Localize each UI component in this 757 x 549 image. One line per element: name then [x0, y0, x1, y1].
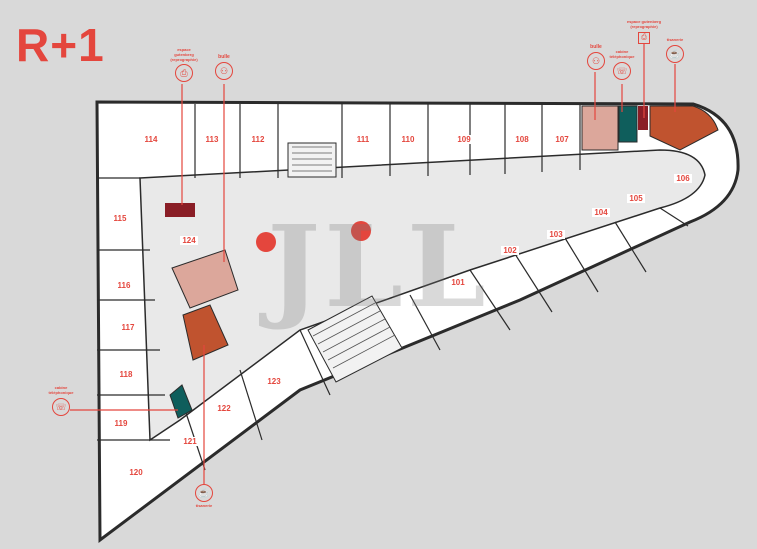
room-label-bg	[354, 135, 372, 144]
room-label-bg	[455, 135, 473, 144]
room-label-bg	[592, 208, 610, 217]
phone-booth-icon: ☏	[52, 397, 70, 416]
room-label-bg	[115, 281, 133, 290]
room-number-117: 117	[122, 323, 135, 332]
room-number-110: 110	[402, 135, 415, 144]
teapot-icon: ☕	[195, 484, 213, 502]
callout-bulle-left-label: bulle	[218, 54, 230, 60]
room-label-bg	[203, 135, 221, 144]
printer-icon: ⎙	[638, 31, 650, 44]
callout-bulle-top: bulle ⚇	[582, 44, 610, 70]
room-label-bg	[674, 174, 692, 183]
room-number-101: 101	[451, 278, 465, 287]
room-label-bg	[513, 135, 531, 144]
diagonal-room-walls	[184, 207, 689, 471]
room-number-104: 104	[594, 208, 608, 217]
meeting-people-icon: ⚇	[215, 62, 233, 80]
room-number-113: 113	[206, 135, 219, 144]
corridor-core	[139, 149, 706, 442]
callout-cabine-top: cabine téléphonique ☏	[606, 49, 638, 80]
room-number-116: 116	[118, 281, 131, 290]
callout-gutenberg-top: espace gutenberg (reprographie) ⎙	[626, 19, 662, 44]
teapot-icon: ☕	[666, 44, 684, 63]
room-label-bg	[501, 246, 519, 255]
room-number-109: 109	[457, 135, 471, 144]
room-label-bg	[127, 468, 145, 477]
gutenberg-zone-top	[638, 106, 648, 130]
callout-cabine-left-label: cabine téléphonique	[48, 385, 74, 395]
tisanerie-zone-left	[182, 304, 229, 361]
callout-cabine-left: cabine téléphonique ☏	[44, 385, 78, 416]
room-number-106: 106	[676, 174, 690, 183]
callout-gutenberg-left: espace gutenberg (reprographie) ⎙	[168, 47, 200, 83]
info-markers	[256, 221, 371, 252]
room-label-bg	[265, 377, 283, 386]
room-number-103: 103	[549, 230, 563, 239]
info-marker-center	[351, 221, 371, 241]
room-label-bg	[627, 194, 645, 203]
callout-lines	[70, 44, 676, 485]
room-number-108: 108	[515, 135, 529, 144]
room-label-bg	[249, 135, 267, 144]
level-title: R+1	[16, 19, 105, 71]
gutenberg-zone-left	[165, 203, 195, 217]
tisanerie-zone-top	[649, 105, 719, 151]
room-number-123: 123	[267, 377, 281, 386]
room-label-bg	[181, 437, 199, 446]
room-number-124: 124	[182, 236, 196, 245]
callout-cabine-top-label: cabine téléphonique	[609, 49, 635, 59]
room-number-115: 115	[114, 214, 127, 223]
bulle-zone-top	[581, 105, 619, 151]
info-marker-left	[256, 232, 276, 252]
room-number-107: 107	[555, 135, 569, 144]
room-label-bg	[180, 236, 198, 245]
callout-bulle-left: bulle ⚇	[210, 54, 238, 80]
amenity-zones	[165, 105, 719, 419]
printer-icon: ⎙	[175, 64, 193, 83]
room-label-bg	[119, 323, 137, 332]
staircase-top	[287, 142, 337, 178]
room-label-bg	[449, 278, 467, 287]
top-room-walls	[194, 104, 581, 178]
cabine-zone-top	[618, 105, 638, 143]
callout-gutenberg-left-label: espace gutenberg (reprographie)	[170, 47, 198, 62]
room-number-102: 102	[503, 246, 517, 255]
room-label-bg	[399, 135, 417, 144]
callout-tisanerie-top-label: tisanerie	[666, 37, 684, 42]
room-number-120: 120	[129, 468, 143, 477]
room-label-bg	[111, 214, 129, 223]
room-label-bg	[112, 419, 130, 428]
callout-gutenberg-top-label: espace gutenberg (reprographie)	[626, 19, 662, 29]
room-labels: 101 102 103 104 105 106 107 108 109 110 111 112 113 1…	[111, 135, 692, 477]
staircase-center	[307, 295, 403, 383]
callout-tisanerie-bottom-label: tisanerie	[195, 503, 213, 508]
room-number-112: 112	[252, 135, 265, 144]
room-label-bg	[142, 135, 160, 144]
room-label-bg	[547, 230, 565, 239]
room-label-bg	[117, 370, 135, 379]
room-number-122: 122	[217, 404, 231, 413]
room-number-111: 111	[357, 135, 370, 144]
room-number-121: 121	[183, 437, 197, 446]
bulle-zone-left	[171, 249, 239, 309]
callout-bulle-top-label: bulle	[590, 44, 602, 50]
callout-tisanerie-top: tisanerie ☕	[660, 37, 690, 63]
phone-booth-icon: ☏	[613, 61, 631, 80]
room-number-118: 118	[120, 370, 133, 379]
callout-tisanerie-bottom: ☕ tisanerie	[190, 484, 218, 509]
room-label-bg	[215, 404, 233, 413]
room-number-114: 114	[145, 135, 158, 144]
room-number-105: 105	[629, 194, 643, 203]
left-room-walls	[97, 177, 170, 441]
room-label-bg	[553, 135, 571, 144]
meeting-people-icon: ⚇	[587, 52, 605, 70]
room-number-119: 119	[115, 419, 128, 428]
